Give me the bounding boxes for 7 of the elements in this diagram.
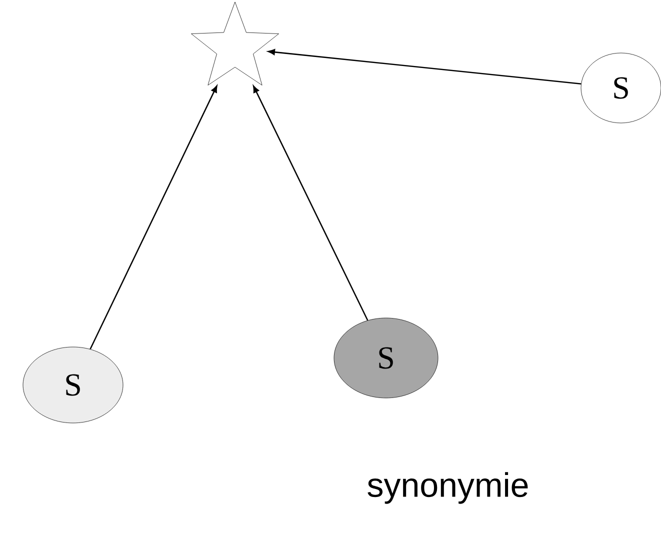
arrow <box>90 85 218 350</box>
star-shape <box>191 2 279 86</box>
ellipse-node: S <box>22 346 124 424</box>
ellipse-node: S <box>334 318 438 398</box>
arrow <box>253 86 368 321</box>
arrow <box>268 49 582 84</box>
caption: synonymie <box>368 472 528 504</box>
